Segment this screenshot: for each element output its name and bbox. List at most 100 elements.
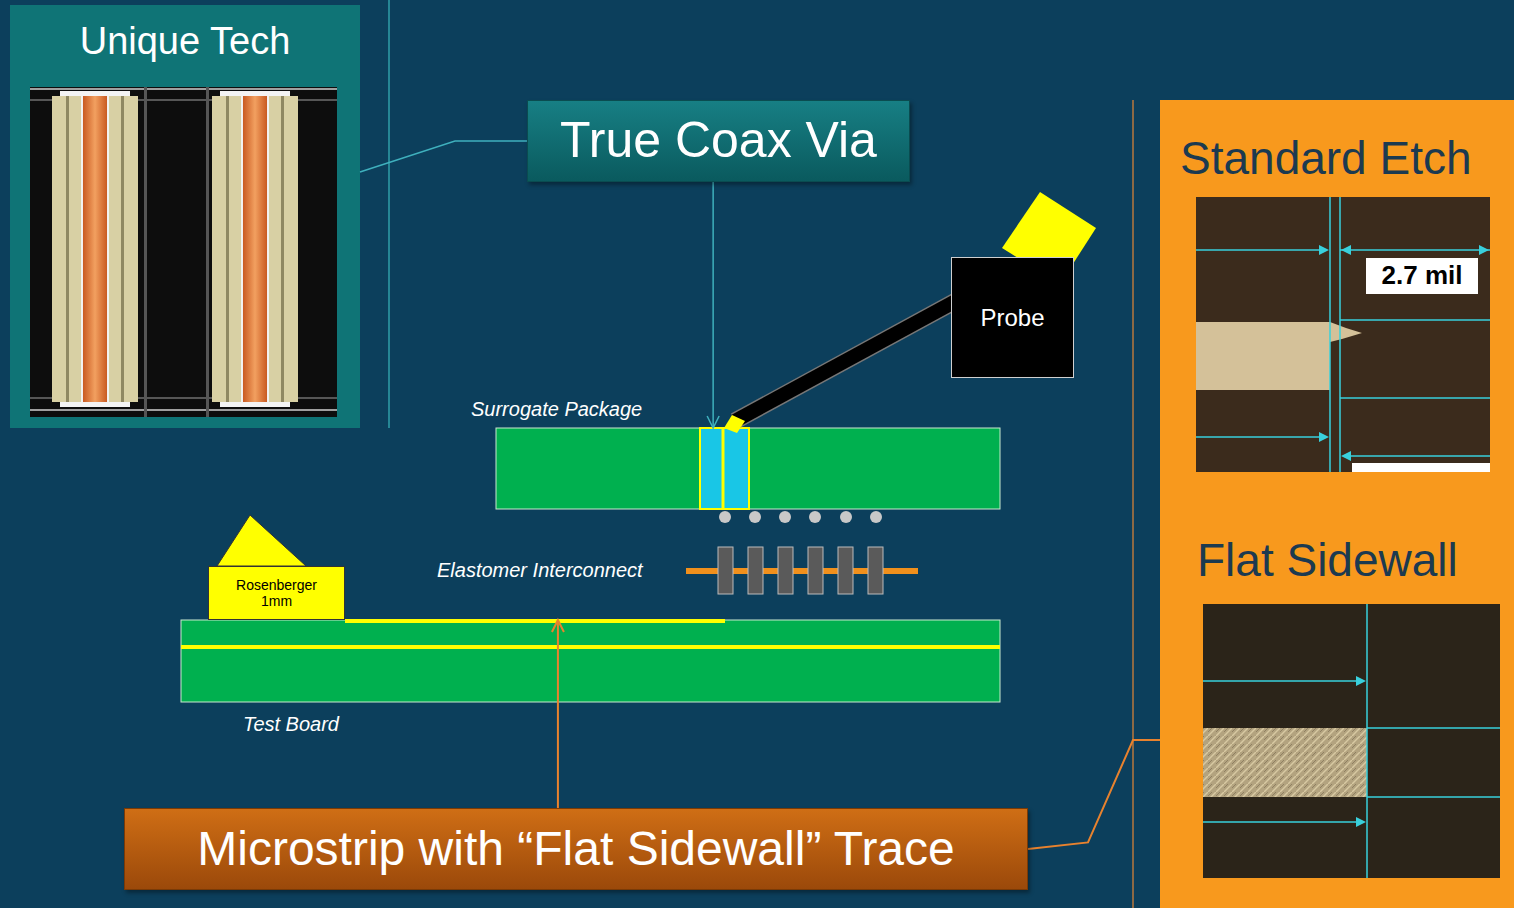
arrowhead [1341,451,1351,461]
etch-photo [1203,604,1500,878]
leader-line [557,620,559,808]
elastomer-contact [748,547,763,594]
measure-line [1340,249,1490,251]
via-cap [220,402,290,407]
elastomer-contact [778,547,793,594]
node-text: Standard Etch [1180,132,1472,185]
measure-lines [1203,604,1500,878]
layer-divider [144,87,147,417]
separator-line [388,0,390,428]
node-text: True Coax Via [560,112,877,170]
node-text: Probe [980,304,1044,332]
node-text: Test Board [243,713,339,736]
copper-trace [1196,322,1362,390]
measure-line [1203,680,1362,682]
via-wall [281,96,284,402]
arrowhead [1319,432,1329,442]
etch-photo [1196,197,1490,472]
via-cap [220,91,290,96]
panel-fill [10,5,360,428]
separator-line [1132,100,1134,908]
via-cap [60,91,130,96]
coax-via [700,428,749,509]
via-dielectric [212,96,298,402]
arrowhead [1356,817,1366,827]
elastomer-contact [718,547,733,594]
via-core [83,96,107,402]
probe-head: Probe [951,257,1074,378]
solder-ball [809,511,821,523]
node-text: Flat Sidewall [1197,534,1458,587]
ground-plane [181,645,1000,649]
photo-panel: Unique Tech [10,5,360,428]
layer-divider [206,87,209,417]
solder-ball [749,511,761,523]
via-plating [81,96,83,402]
via-wall [226,96,229,402]
package-board [496,428,1000,509]
copper-trace [1203,728,1367,797]
arrowhead [1341,245,1351,255]
elastomer-contact [838,547,853,594]
measure-line [1329,197,1331,472]
elastomer-contact [868,547,883,594]
via-plating [241,96,243,402]
photo-panel: Standard Etch [1160,100,1514,510]
label-text: Elastomer Interconnect [437,559,643,582]
measure-line [1203,821,1362,823]
solder-ball [870,511,882,523]
via-center [722,428,725,509]
via-cap [60,402,130,407]
measure-line [1366,604,1368,878]
part-label: Elastomer Interconnect [437,559,643,582]
layer-line [30,409,337,411]
probe-arm [735,296,965,421]
test-board-fill [181,620,1000,702]
measure-line [1196,436,1326,438]
leader-line [360,141,527,172]
leader-line [1028,740,1160,849]
surrogate-package: Surrogate Package [496,428,1000,509]
node-text: Surrogate Package [471,398,642,421]
label-text: 2.7 mil [1366,258,1478,294]
via-wall [121,96,124,402]
connector-box: Rosenberger 1mm [208,566,345,620]
node-text: Rosenberger 1mm [232,577,322,609]
solder-ball [779,511,791,523]
via-plating [267,96,269,402]
cross-section-photo [30,87,337,417]
measure-line [1339,197,1341,472]
arrowhead [1319,245,1329,255]
via-dielectric [52,96,138,402]
measure-line [1196,249,1326,251]
node-text: Microstrip with “Flat Sidewall” Trace [197,821,955,876]
arrowhead [1479,245,1489,255]
measure-line [1340,397,1490,399]
connector-head [217,515,306,566]
measure-line [1367,727,1500,729]
photo-panel: Flat Sidewall [1160,510,1514,908]
solder-ball [719,511,731,523]
via-wall [66,96,69,402]
elastomer-contact [808,547,823,594]
via-core [243,96,267,402]
probe-arm [735,296,965,421]
via-plating [107,96,109,402]
measure-lines [1196,197,1490,472]
node-text: Unique Tech [10,5,360,65]
panel-fill [1160,100,1514,908]
arrowhead [1356,676,1366,686]
microstrip-trace [345,619,725,623]
measure-line [1340,319,1490,321]
callout-box: True Coax Via [527,100,910,182]
measure-line [1367,796,1500,798]
solder-ball [840,511,852,523]
scale-bar [1352,463,1490,472]
layer-line [30,88,337,90]
leader-line [712,182,714,428]
test-board: Test Board [181,620,1000,702]
measure-line [1344,455,1490,457]
probe-tip [724,415,745,433]
dimension-label: 2.7 mil [1366,258,1478,294]
